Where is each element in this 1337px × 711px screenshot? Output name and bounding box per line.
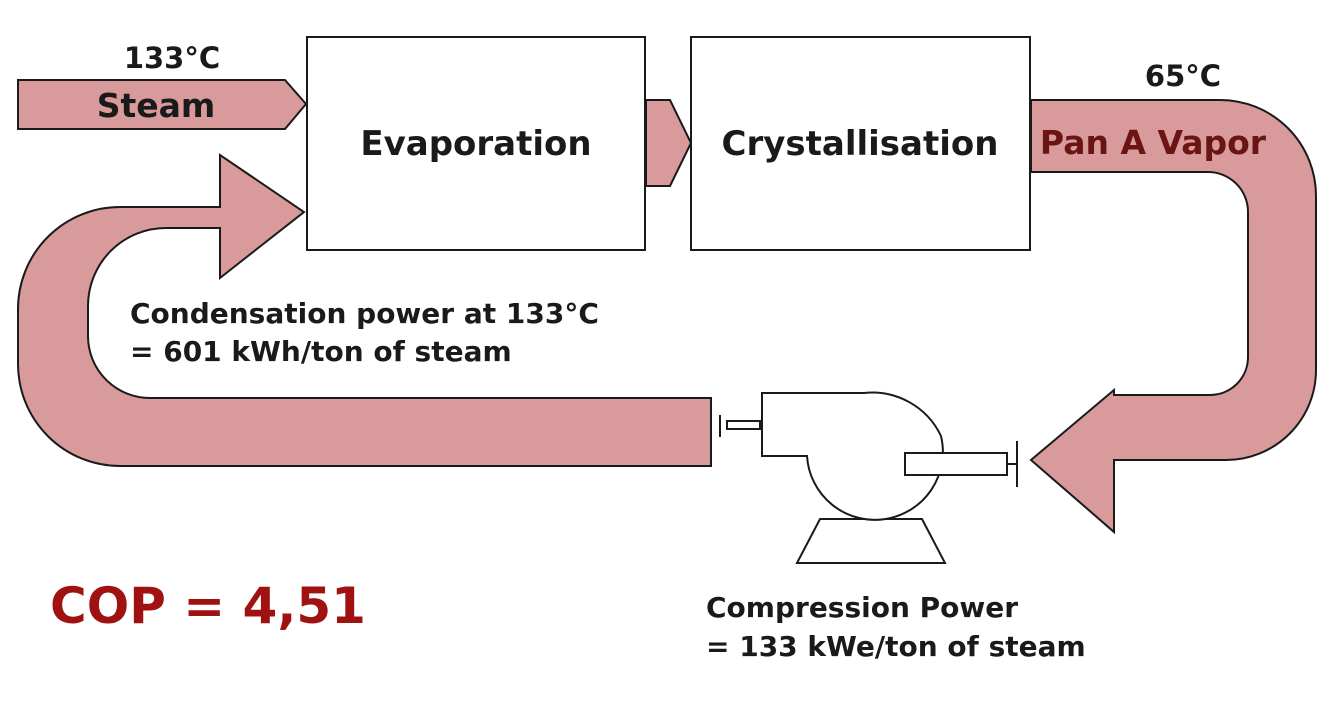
vapor-label: Pan A Vapor (1040, 123, 1267, 162)
cop-value: COP = 4,51 (50, 577, 366, 635)
evaporation-box (306, 36, 646, 251)
compression-line-1: Compression Power (706, 591, 1018, 624)
condensation-line-2: = 601 kWh/ton of steam (130, 335, 512, 368)
steam-temperature: 133°C (124, 41, 220, 75)
vapor-temperature: 65°C (1145, 59, 1221, 93)
evaporation-label: Evaporation (360, 124, 591, 164)
steam-label: Steam (97, 86, 216, 125)
compression-line-2: = 133 kWe/ton of steam (706, 630, 1086, 663)
crystallisation-box (690, 36, 1031, 251)
condensation-return-arrow (17, 153, 712, 467)
compressor-icon (719, 391, 1018, 564)
pan-a-vapor-arrow (1029, 99, 1317, 535)
steam-inlet-arrow (17, 79, 308, 130)
crystallisation-label: Crystallisation (722, 124, 999, 164)
evaporation-to-crystallisation-arrow (645, 99, 693, 187)
condensation-line-1: Condensation power at 133°C (130, 297, 599, 330)
